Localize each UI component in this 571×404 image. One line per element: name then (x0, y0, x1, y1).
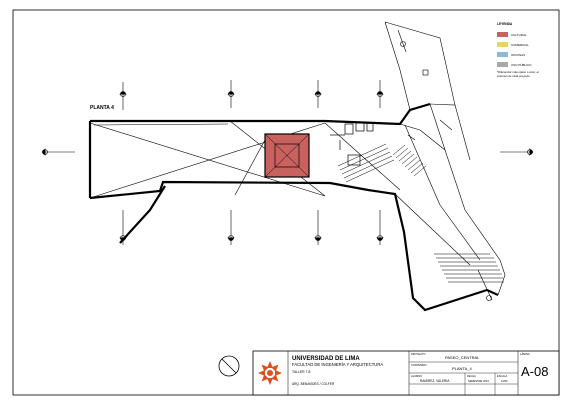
floor-plan (88, 21, 506, 312)
section-marker (227, 210, 235, 245)
section-marker (119, 82, 127, 110)
core-elements (330, 122, 374, 166)
stair-lower (434, 253, 504, 283)
university-name: UNIVERSIDAD DE LIMA (292, 356, 360, 362)
date-label: FECHA (467, 374, 476, 378)
legend-swatch-comercial (497, 42, 508, 47)
sheet-border (12, 9, 560, 396)
section-marker (376, 80, 384, 108)
slab-outline-top (90, 102, 431, 126)
legend-swatch-uso-publico (497, 62, 508, 67)
slab-outline-bottom (89, 180, 499, 312)
right-wing (384, 21, 506, 296)
legend-label-oficinas: OFICINAS (511, 53, 525, 57)
legend-label-cultural: CULTURAL (511, 33, 527, 37)
north-arrow-icon (218, 355, 240, 377)
content-value: PLANTA_4 (452, 366, 472, 371)
section-marker (500, 148, 534, 156)
section-marker (119, 210, 127, 245)
section-marker (314, 210, 322, 245)
date-value: SEMESTRE 2023 (468, 379, 489, 383)
plan-label: PLANTA 4 (90, 105, 114, 111)
project-label: PROYECTO (411, 352, 426, 356)
sheet-label: LÁMINA (520, 352, 530, 356)
legend: LEYENDA CULTURAL COMERCIAL OFICINAS USO … (497, 22, 539, 78)
cultural-zone (264, 133, 310, 178)
content-label: CONTENIDO (411, 363, 427, 367)
section-marker (41, 148, 75, 156)
student-value: RAMIREZ, VALERIA (420, 379, 450, 383)
section-markers (41, 29, 534, 301)
section-marker (314, 80, 322, 108)
section-marker (397, 29, 407, 53)
legend-label-comercial: COMERCIAL (511, 43, 529, 47)
sheet-number: A-08 (521, 364, 548, 379)
course-name: TALLER 7-8 (292, 370, 311, 374)
legend-swatch-oficinas (497, 52, 508, 57)
slab-lower-left-wing (119, 185, 166, 244)
legend-title: LEYENDA (497, 22, 513, 26)
title-block: UNIVERSIDAD DE LIMA FACULTAD DE INGENIER… (252, 350, 560, 396)
legend-note-line1: *Diferenciar más opaco o color, el (497, 70, 539, 74)
university-logo-icon (258, 361, 282, 385)
section-marker (227, 80, 235, 108)
student-label: ALUMNO (411, 374, 422, 378)
faculty-name: FACULTAD DE INGENIERÍA Y ARQUITECTURA (292, 362, 383, 367)
project-value: PASEO_CENTRAL (445, 355, 480, 360)
stair-upper (392, 144, 427, 177)
legend-note-line2: volumen de cada proyecto. (497, 74, 531, 78)
scale-label: ESCALA (497, 374, 508, 378)
section-marker (477, 269, 493, 301)
ramp-stair-core (337, 143, 395, 183)
legend-swatch-cultural (497, 32, 508, 37)
section-marker (376, 210, 384, 245)
scale-value: 1/250 (501, 379, 508, 383)
professor-name: ARQ. BENAVIDES / COLFER (292, 382, 335, 386)
legend-label-uso-publico: USO PÚBLICO (511, 62, 532, 67)
